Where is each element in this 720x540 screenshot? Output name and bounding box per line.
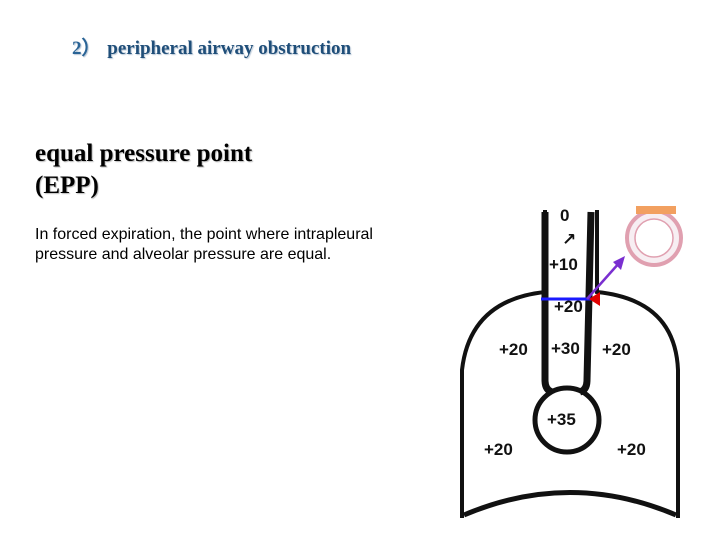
epp-arrow xyxy=(586,261,621,300)
pleural-label-lower-right: +20 xyxy=(617,440,646,459)
pleural-label-upper-left: +20 xyxy=(499,340,528,359)
airway-inset xyxy=(625,206,683,267)
epp-title-line1: equal pressure point xyxy=(35,140,253,167)
airway-label-30: +30 xyxy=(551,339,580,358)
airway-left-wall xyxy=(541,212,554,396)
epp-title-line2: (EPP) xyxy=(35,172,99,199)
epp-definition: In forced expiration, the point where in… xyxy=(35,226,373,263)
airway-label-0: 0 xyxy=(560,206,569,225)
epp-title: equal pressure point (EPP) xyxy=(35,138,252,202)
slide-heading: 2） peripheral airway obstruction xyxy=(72,33,351,60)
flow-arrow-icon: ↗ xyxy=(562,230,576,250)
heading-text: peripheral airway obstruction xyxy=(107,38,352,59)
alveolus-label: +35 xyxy=(547,410,576,429)
airway-label-10: +10 xyxy=(549,255,578,274)
pleural-label-upper-right: +20 xyxy=(602,340,631,359)
pleural-label-lower-left: +20 xyxy=(484,440,513,459)
airway-label-20: +20 xyxy=(554,297,583,316)
heading-number: 2） xyxy=(72,38,101,59)
epp-arrow-head xyxy=(613,256,625,270)
epp-marker xyxy=(589,292,600,306)
diaphragm xyxy=(463,490,677,518)
chest-wall xyxy=(460,210,680,518)
alveolus xyxy=(532,385,602,455)
